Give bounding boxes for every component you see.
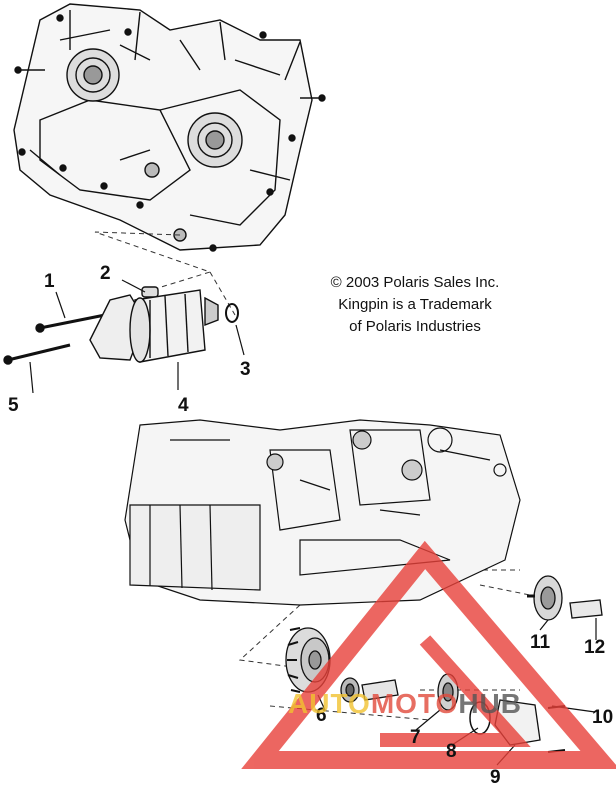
callout-3: 3 <box>240 359 251 380</box>
callout-12: 12 <box>584 637 606 658</box>
callout-1: 1 <box>44 271 55 292</box>
callout-9: 9 <box>490 767 501 788</box>
callout-4: 4 <box>178 395 189 416</box>
callout-7: 7 <box>410 727 421 748</box>
copyright-line-3: of Polaris Industries <box>349 318 481 335</box>
callout-11: 11 <box>530 632 551 653</box>
watermark-part-3: HUB <box>458 688 522 719</box>
callout-6: 6 <box>316 705 327 726</box>
callout-8: 8 <box>446 741 457 762</box>
watermark-part-1: AUTO <box>288 688 371 719</box>
callout-5: 5 <box>8 395 19 416</box>
watermark-part-2: MOTO <box>370 688 459 719</box>
starter-motor-assembly <box>3 286 239 365</box>
watermark-logo-text: AUTOMOTOHUB <box>288 690 522 718</box>
engine-lower <box>124 419 521 606</box>
callout-2: 2 <box>100 263 111 284</box>
copyright-line-2: Kingpin is a Trademark <box>338 296 492 313</box>
callout-10: 10 <box>592 707 614 728</box>
copyright-notice: © 2003 Polaris Sales Inc. Kingpin is a T… <box>300 272 530 338</box>
copyright-line-1: © 2003 Polaris Sales Inc. <box>330 274 500 291</box>
watermark-triangle <box>241 540 616 769</box>
crankcase-upper <box>13 3 326 252</box>
